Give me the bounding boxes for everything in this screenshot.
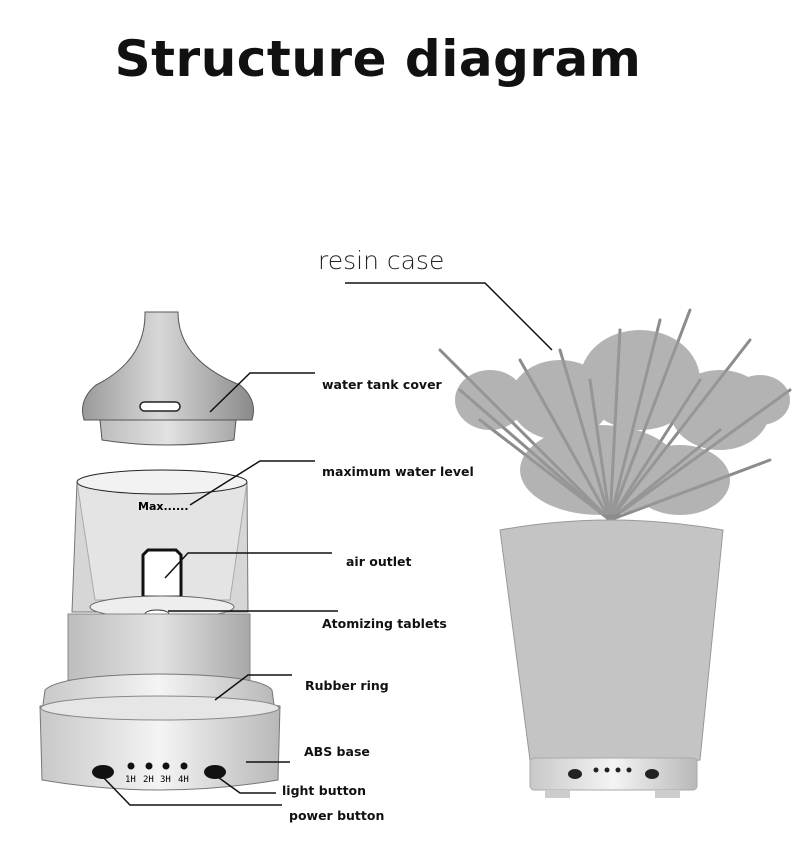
- label-water-tank-cover: water tank cover: [322, 377, 442, 392]
- page-title: Structure diagram: [114, 30, 642, 88]
- water-tank-cover: [82, 311, 254, 421]
- timer-1h: 1H: [125, 775, 136, 785]
- label-rubber-ring: Rubber ring: [305, 678, 389, 693]
- timer-2h: 2H: [143, 775, 154, 785]
- timer-3h: 3H: [160, 775, 171, 785]
- resin-case-label: resin case: [318, 246, 445, 275]
- power-button[interactable]: [92, 765, 114, 779]
- pot-base: [529, 757, 698, 791]
- timer-4h: 4H: [178, 775, 189, 785]
- label-maximum-water-level: maximum water level: [322, 464, 474, 479]
- air-outlet: [141, 548, 183, 599]
- label-power-button: power button: [289, 808, 385, 823]
- label-atomizing-tablets: Atomizing tablets: [322, 616, 447, 631]
- max-marking: Max......: [138, 500, 189, 513]
- resin-pot: [499, 519, 724, 766]
- leader-lines: [100, 282, 553, 806]
- light-button[interactable]: [204, 765, 226, 779]
- label-abs-base: ABS base: [304, 744, 370, 759]
- label-light-button: light button: [282, 783, 367, 798]
- plant-leaves: [455, 330, 790, 515]
- label-air-outlet: air outlet: [346, 554, 412, 569]
